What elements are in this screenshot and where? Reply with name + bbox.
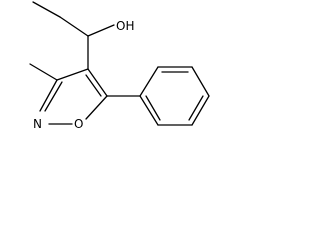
hydroxyl-label: OH	[116, 19, 134, 33]
bond-phenyl-6	[139, 95, 159, 126]
bond-phenyl-inner-2	[188, 95, 204, 121]
chemical-structure-diagram: OH N O	[29, 1, 210, 131]
bond-phenyl-1	[139, 66, 159, 97]
bond-ethyl-ch2-ch	[59, 16, 89, 37]
bond-c4-c3	[56, 68, 89, 81]
bond-c3-n-double	[44, 81, 63, 112]
ring-oxygen-label: O	[74, 117, 83, 131]
bond-c4-c5-single	[87, 68, 108, 97]
bond-carbinol-oxygen	[87, 24, 115, 37]
bond-c4-c5-double	[85, 74, 102, 97]
bond-phenyl-4	[191, 95, 210, 126]
bond-phenyl-inner-3	[145, 95, 161, 121]
bond-c3-methyl	[29, 63, 58, 81]
bond-o-c5	[85, 95, 108, 120]
bond-phenyl-3	[191, 66, 210, 97]
bond-ethyl-ch3-ch2	[32, 1, 61, 18]
bond-c3-n-single	[39, 79, 58, 112]
ring-nitrogen-label: N	[33, 117, 42, 131]
